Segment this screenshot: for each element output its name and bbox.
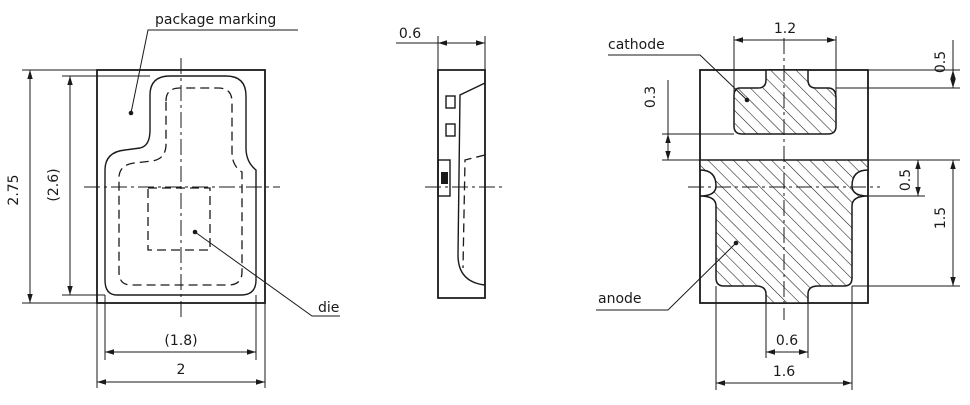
dim-pad-gap: 0.3 xyxy=(643,86,659,108)
anode-leader xyxy=(596,242,737,311)
dim-pad-bottom-height: 1.5 xyxy=(933,207,949,229)
side-view: 0.6 xyxy=(396,26,505,299)
anode-label: anode xyxy=(598,291,642,307)
dim-pad-bottom-width: 1.6 xyxy=(773,364,795,380)
side-lens-profile xyxy=(457,82,486,286)
side-die xyxy=(441,172,448,184)
lens-outline xyxy=(104,75,257,296)
package-marking-leader xyxy=(130,29,298,114)
cathode-leader xyxy=(608,54,748,101)
dim-inner-width: (1.8) xyxy=(164,333,197,349)
front-view: package marking die 2.75 (2.6) (1.8) 2 xyxy=(6,12,340,388)
dim-pad-notch: 0.5 xyxy=(898,169,914,191)
dim-pad-top-height: 0.5 xyxy=(933,51,949,73)
inner-cavity-outline xyxy=(118,87,243,286)
side-die-block xyxy=(437,159,451,197)
die-label: die xyxy=(318,300,339,316)
dim-inner-height: (2.6) xyxy=(46,168,62,201)
side-pad-mark xyxy=(445,95,456,109)
dim-pad-stub: 0.6 xyxy=(776,333,798,349)
dim-thickness: 0.6 xyxy=(399,26,421,42)
side-inner-profile xyxy=(462,154,486,269)
dim-width: 2 xyxy=(177,362,186,378)
die-outline xyxy=(147,187,211,251)
side-outline xyxy=(437,69,486,299)
side-pad-mark xyxy=(445,123,456,137)
package-marking-label: package marking xyxy=(155,12,276,28)
dim-pad-top-width: 1.2 xyxy=(774,21,796,37)
dim-height: 2.75 xyxy=(6,174,22,205)
cathode-label: cathode xyxy=(608,37,665,53)
pad-view: 1.2 cathode anode 0.3 0.5 0.5 1.5 0.6 xyxy=(596,21,960,390)
cathode-pad xyxy=(733,69,837,135)
die-leader xyxy=(194,231,340,317)
